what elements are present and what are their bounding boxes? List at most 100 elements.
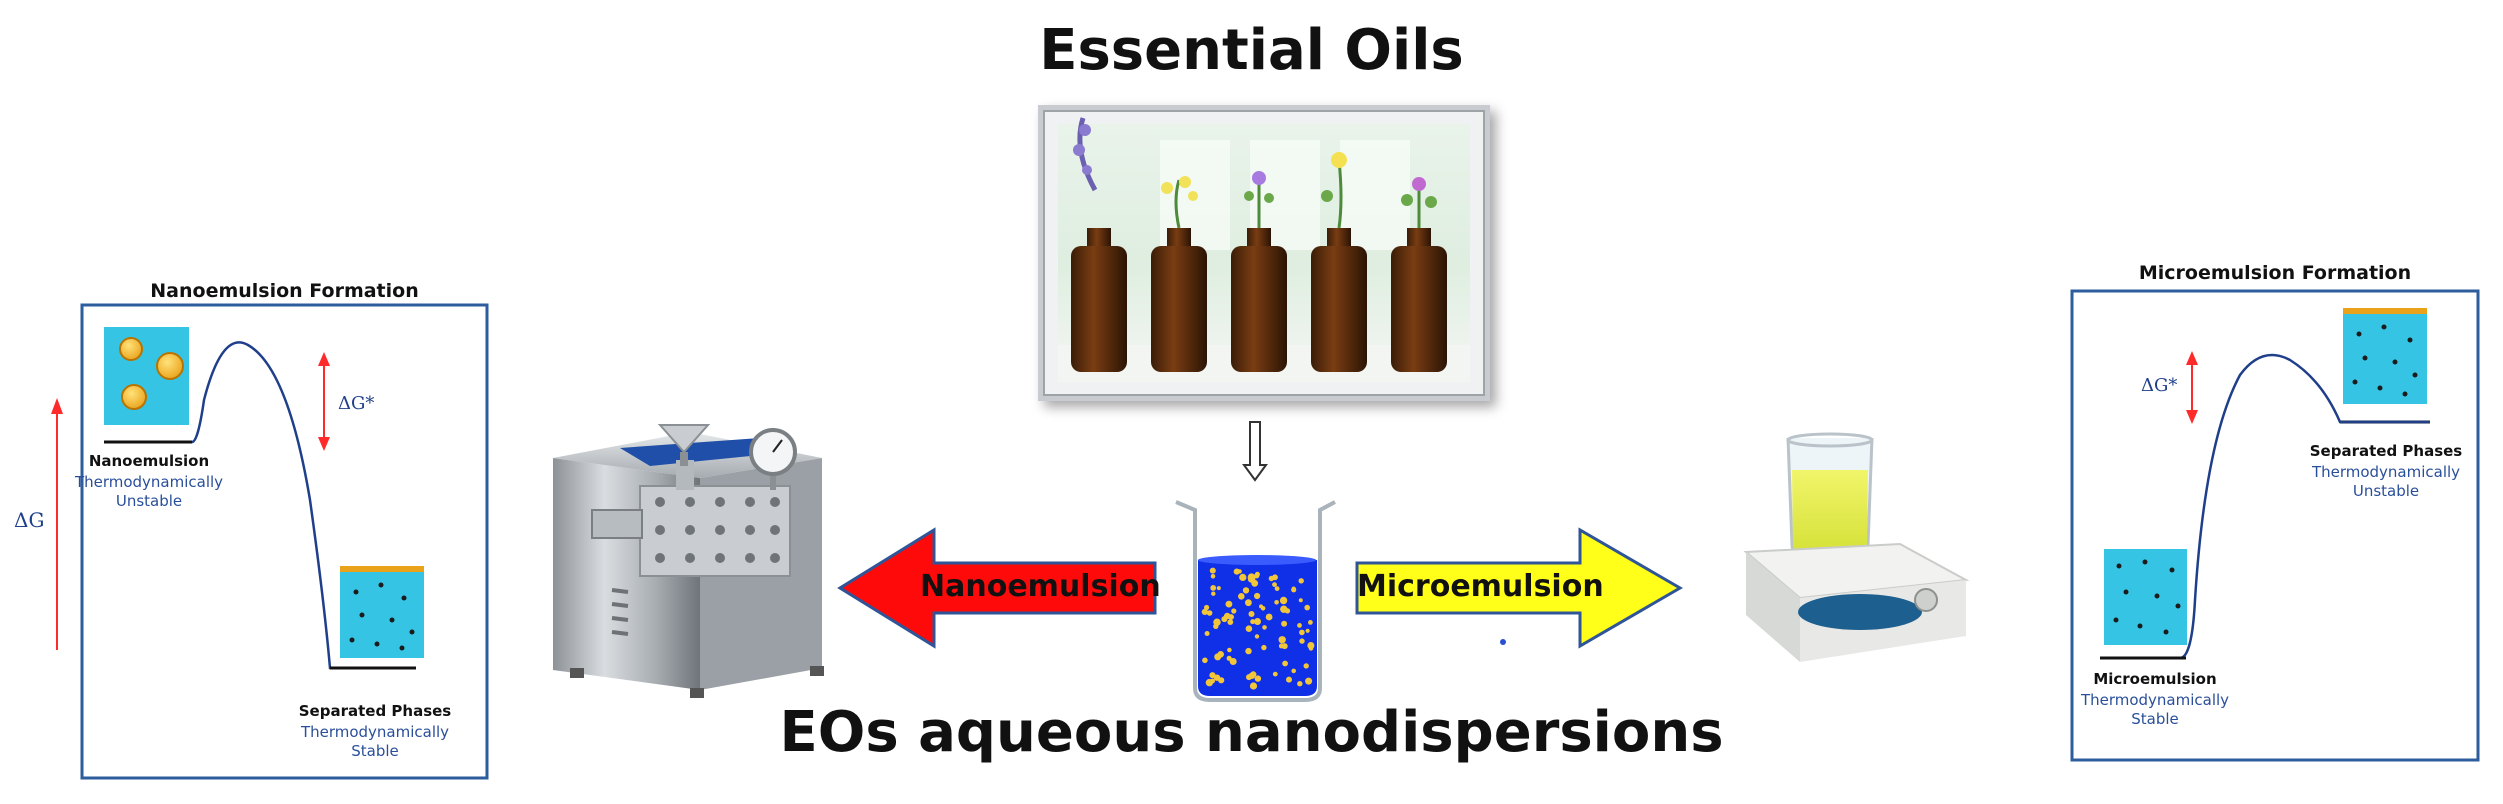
oil-nanodroplet (1254, 618, 1261, 625)
oil-nanodroplet (1209, 567, 1216, 574)
oil-nanodroplet (1245, 647, 1252, 655)
nano-state1-desc-1: Thermodynamically (74, 473, 224, 491)
oil-nanodroplet (1254, 592, 1261, 600)
oil-nanodroplet (1227, 647, 1232, 653)
bottle-row (1071, 117, 1447, 372)
oil-nanodroplet (1280, 605, 1288, 613)
oil-nanodroplet (1278, 636, 1286, 644)
nano-state2-desc-2: Stable (351, 742, 399, 760)
oil-nanodroplet (1279, 596, 1288, 605)
oil-nanodroplet (1303, 663, 1309, 669)
micro-panel (2070, 289, 2480, 762)
micro-state2-name: Microemulsion (2093, 670, 2217, 688)
oil-droplet (121, 384, 147, 410)
oil-nanodroplet (1214, 653, 1222, 661)
nanoemulsion-arrow-label: Nanoemulsion (920, 569, 1161, 604)
micro-state1-desc-2: Unstable (2352, 482, 2420, 500)
oil-nanodroplet (1245, 625, 1253, 632)
oil-nanodroplet (1298, 598, 1303, 603)
oil-layer (2343, 308, 2427, 314)
oil-droplet (156, 352, 184, 380)
oil-nanodroplet (1237, 569, 1242, 574)
oil-nanodroplet (1225, 600, 1233, 608)
oil-nanodroplet (1204, 604, 1210, 611)
oil-nanodroplet (1218, 677, 1225, 684)
stray-dot (1500, 639, 1506, 645)
surfactant-dots (2113, 559, 2181, 635)
oil-nanodroplet (1246, 674, 1252, 681)
separated-phases-square (2343, 308, 2427, 404)
nano-state2-name: Separated Phases (298, 702, 452, 720)
oil-nanodroplet (1238, 593, 1245, 600)
oil-nanodroplet (1239, 573, 1247, 582)
oil-nanodroplet (1259, 604, 1263, 609)
oil-nanodroplet (1248, 611, 1255, 617)
oil-nanodroplet (1227, 619, 1234, 625)
nano-energy-curve (104, 341, 415, 670)
essential-oils-photo (1038, 105, 1490, 401)
micro-state2-desc-1: Thermodynamically (2080, 691, 2230, 709)
oil-layer (340, 566, 424, 572)
oil-droplet (119, 337, 143, 361)
nano-state2-desc-1: Thermodynamically (300, 723, 450, 741)
oil-nanodroplet (1297, 623, 1302, 628)
micro-state1-name: Separated Phases (2309, 442, 2463, 460)
nano-delta-g-arrow (51, 398, 63, 650)
oil-nanodroplet (1281, 620, 1288, 627)
oil-nanodroplet (1299, 638, 1305, 644)
surfactant-dots (2352, 324, 2418, 397)
oil-nanodroplet (1250, 619, 1256, 625)
surfactant-dots (349, 582, 415, 651)
microemulsion-arrow-label: Microemulsion (1357, 569, 1604, 604)
oil-nanodroplet (1299, 629, 1305, 636)
micro-delta-g-star-label: ΔG* (2141, 375, 2178, 396)
oil-nanodroplet (1206, 610, 1213, 616)
oil-nanodroplet (1247, 573, 1256, 581)
oil-nanodroplet (1298, 578, 1304, 584)
micro-activation-arrow (2186, 351, 2198, 424)
oil-nanodroplet (1245, 599, 1252, 607)
oil-nanodroplet (1242, 587, 1250, 594)
oil-nanodroplet (1216, 586, 1221, 591)
nano-state1-name: Nanoemulsion (88, 452, 210, 470)
micro-state2-desc-2: Stable (2131, 710, 2179, 728)
oil-nanodroplet (1286, 676, 1292, 683)
oil-nanodroplet (1304, 604, 1310, 611)
nano-activation-arrow (318, 352, 330, 451)
down-arrow (1242, 421, 1268, 482)
oil-nanodroplet (1211, 591, 1216, 596)
nano-panel-title: Nanoemulsion Formation (150, 280, 419, 302)
oil-nanodroplet (1291, 587, 1297, 593)
oil-nanodroplet (1278, 643, 1284, 649)
oil-nanodroplet (1272, 671, 1278, 677)
micro-state1-desc-1: Thermodynamically (2311, 463, 2461, 481)
oil-nanodroplet (1254, 573, 1260, 579)
oil-nanodroplet (1226, 613, 1231, 618)
oil-nanodroplet (1210, 574, 1216, 579)
homogenizer-illustration (553, 424, 824, 698)
oil-nanodroplet (1308, 620, 1313, 625)
nano-delta-g-label: ΔG (14, 508, 45, 532)
micro-energy-curve (2100, 353, 2430, 660)
oil-nanodroplet (1272, 582, 1277, 587)
separated-phases-square (340, 566, 424, 658)
oil-nanodroplet (1254, 634, 1260, 639)
oil-nanodroplet (1229, 658, 1237, 665)
oil-nanodroplet (1201, 608, 1208, 616)
oil-nanodroplet (1231, 608, 1237, 614)
oil-nanodroplet (1213, 623, 1219, 629)
microemulsion-arrow (1355, 527, 1683, 649)
oil-nanodroplet (1204, 631, 1210, 636)
micro-panel-title: Microemulsion Formation (2138, 262, 2412, 284)
magnetic-stirrer-illustration (1743, 432, 1970, 662)
nano-delta-g-star-label: ΔG* (338, 393, 375, 414)
oil-nanodroplet (1305, 628, 1310, 633)
oil-nanodroplet (1265, 613, 1273, 621)
oil-nanodroplet (1202, 657, 1208, 664)
oil-nanodroplet (1268, 575, 1275, 582)
oil-nanodroplet (1251, 579, 1259, 587)
main-title: Essential Oils (1039, 18, 1464, 83)
nanoemulsion-arrow (837, 527, 1157, 649)
oil-nanodroplet (1297, 681, 1303, 687)
